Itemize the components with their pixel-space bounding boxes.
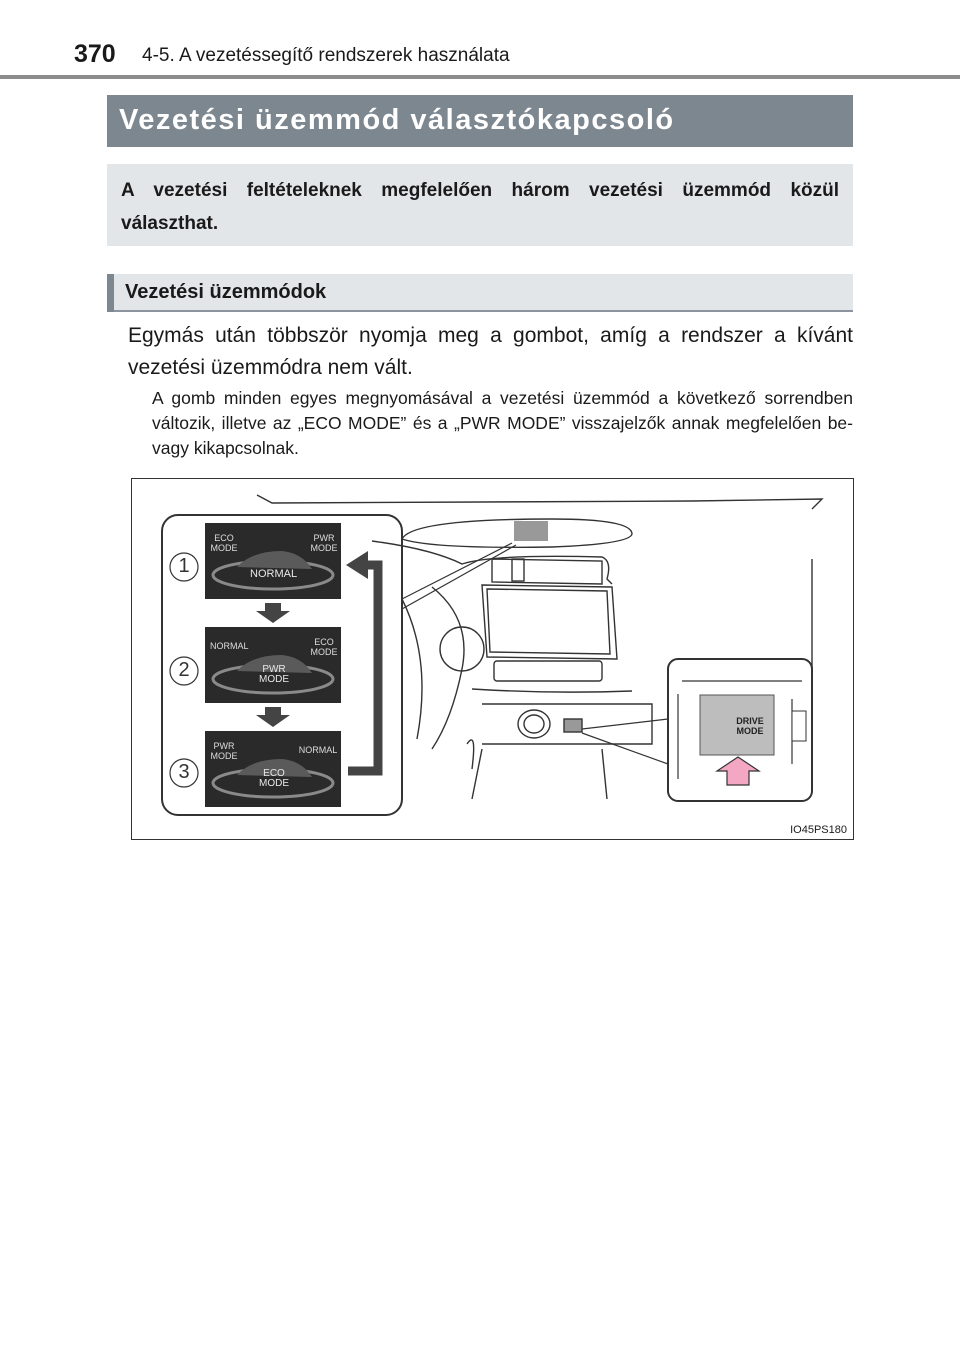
mode-label: NORMAL bbox=[250, 568, 298, 580]
mode-badge: PWR MODE bbox=[210, 741, 238, 761]
intro-text: A vezetési feltételeknek megfelelően hár… bbox=[121, 180, 839, 234]
header-divider bbox=[0, 75, 960, 79]
mode-badge: NORMAL bbox=[210, 641, 249, 651]
page-title: Vezetési üzemmód választókapcsoló bbox=[119, 104, 675, 136]
mode-label: ECO MODE bbox=[259, 768, 289, 789]
mode-badge: NORMAL bbox=[298, 745, 338, 755]
note-text: A gomb minden egyes megnyomásával a veze… bbox=[152, 388, 853, 458]
mode-badge: ECO MODE bbox=[210, 533, 238, 553]
mode-label: PWR MODE bbox=[259, 664, 289, 685]
drive-mode-label-line1: DRIVE bbox=[736, 716, 764, 726]
drive-mode-button: DRIVE MODE bbox=[720, 716, 780, 736]
step-number: 1 bbox=[178, 555, 190, 577]
drive-mode-figure: 1 2 3 NORMAL ECO MODE PWR MODE PWR MODE … bbox=[131, 478, 854, 840]
intro-box: A vezetési feltételeknek megfelelően hár… bbox=[107, 164, 853, 246]
section-breadcrumb: 4-5. A vezetéssegítő rendszerek használa… bbox=[142, 45, 510, 66]
press-arrow-icon bbox=[715, 756, 761, 786]
down-arrow-icon bbox=[256, 603, 290, 623]
step-number: 3 bbox=[178, 761, 190, 783]
page-title-bar: Vezetési üzemmód választókapcsoló bbox=[107, 95, 853, 147]
subsection-heading-bar: Vezetési üzemmódok bbox=[107, 274, 853, 312]
instruction-text: Egymás után többször nyomja meg a gombot… bbox=[128, 324, 853, 379]
down-arrow-icon bbox=[256, 707, 290, 727]
drive-mode-label-line2: MODE bbox=[736, 726, 764, 736]
mode-badge: ECO MODE bbox=[310, 637, 338, 657]
figure-code: IO45PS180 bbox=[790, 824, 847, 836]
step-number: 2 bbox=[178, 659, 190, 681]
page-number: 370 bbox=[74, 40, 116, 68]
mode-badge: PWR MODE bbox=[310, 533, 338, 553]
subsection-heading: Vezetési üzemmódok bbox=[125, 281, 327, 303]
cycle-arrow-icon bbox=[346, 551, 368, 579]
dashboard-illustration bbox=[161, 494, 824, 816]
display-indicator bbox=[514, 521, 548, 541]
